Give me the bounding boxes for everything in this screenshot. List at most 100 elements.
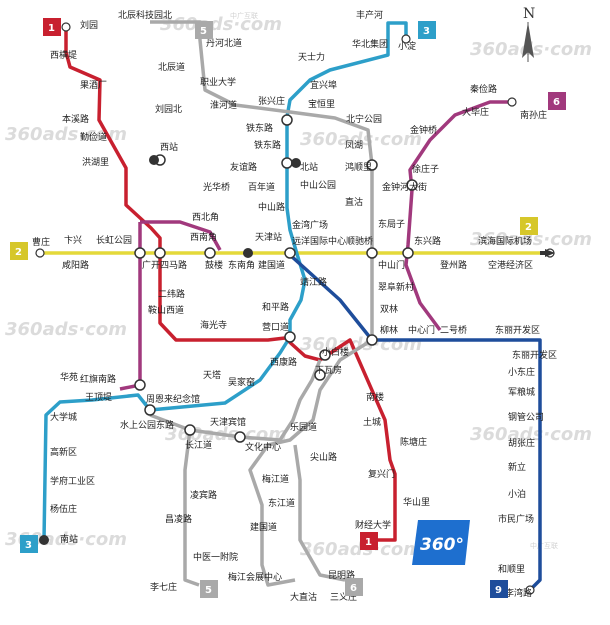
station-label: 营口道 (262, 321, 289, 333)
stations (35, 22, 555, 595)
railway-station-icon (39, 535, 49, 545)
station-label: 高新区 (50, 446, 77, 458)
station-label: 张兴庄 (258, 95, 285, 107)
station-label: 东江道 (268, 497, 295, 509)
station-label: 财经大学 (355, 519, 391, 531)
station-marker (61, 22, 71, 32)
station-label: 长虹公园 (96, 234, 132, 246)
station-label: 翠阜新村 (378, 281, 414, 293)
line-3 (42, 21, 408, 541)
line-1-badge: 1 (360, 532, 378, 550)
interchange-marker (154, 247, 166, 259)
station-label: 华北集团 (352, 38, 388, 50)
svg-text:6: 6 (350, 583, 357, 594)
station-label: 周恩来纪念馆 (146, 393, 200, 405)
line-5b-south-path (183, 429, 200, 587)
svg-text:5: 5 (200, 26, 207, 37)
station-label: 大毕庄 (462, 106, 489, 118)
station-label: 鞍山西道 (148, 304, 184, 316)
airplane-icon (540, 249, 555, 257)
watermark: 360ads·com (470, 424, 592, 445)
interchange-marker (184, 424, 196, 436)
station-label: 南楼 (366, 391, 384, 403)
station-label: 海光寺 (200, 319, 227, 331)
line-3-badge: 3 (418, 21, 436, 39)
watermark: 360ads·com (5, 124, 127, 145)
svg-text:1: 1 (48, 23, 55, 34)
station-label: 南站 (60, 533, 78, 545)
station-label: 果酒厂 (80, 80, 107, 91)
station-label: 咸阳路 (62, 259, 89, 271)
station-label: 陈塘庄 (400, 436, 427, 448)
station-label: 胡张庄 (508, 437, 535, 449)
interchange-marker (204, 247, 216, 259)
station-label: 金钟桥 (410, 124, 437, 136)
station-label: 鼓楼 (205, 259, 223, 271)
station-label: 东南角 (228, 259, 255, 271)
station-label: 华山里 (403, 496, 430, 508)
line-badges: 1 1 2 2 3 3 5 5 (10, 18, 566, 598)
interchange-marker (406, 179, 418, 191)
interchange-marker (366, 247, 378, 259)
station-label: 红旗南路 (80, 373, 116, 385)
station-label: 靖江路 (300, 276, 327, 288)
station-marker (525, 585, 535, 595)
station-label: 北辰道 (158, 61, 185, 73)
station-label: 刘园 (80, 19, 98, 31)
line-9-path (288, 253, 542, 592)
station-label: 李湾路 (505, 587, 532, 599)
station-label: 中山公园 (300, 179, 336, 191)
railway-station-icon (291, 158, 301, 168)
station-label: 东兴路 (414, 235, 441, 247)
logo-360: 360° (412, 520, 470, 565)
station-label: 建国道 (258, 259, 285, 271)
station-label: 文化中心 (245, 441, 281, 453)
station-label: 新立 (508, 461, 526, 473)
station-label: 王顶堤 (85, 392, 112, 403)
station-label: 梅江会展中心 (228, 571, 282, 583)
interchange-marker (134, 247, 146, 259)
station-label: 二号桥 (440, 324, 467, 336)
watermark: 360ads·com (5, 319, 127, 340)
station-label: 小淀 (398, 40, 416, 52)
line-5b-branch (293, 444, 346, 582)
station-label: 复兴门 (368, 468, 395, 480)
station-label: 金湾广场 (292, 219, 328, 231)
line-1-badge: 1 (43, 18, 61, 36)
line-5b-path (149, 359, 322, 442)
station-label: 丰产河 (356, 9, 383, 21)
line-9-badge: 9 (490, 580, 508, 598)
interchange-marker (234, 431, 246, 443)
watermark: 360ads·com (300, 129, 422, 150)
line-9 (288, 253, 542, 592)
station-label: 天士力 (298, 51, 325, 63)
railway-station-icon (243, 248, 253, 258)
interchange-marker (134, 379, 146, 391)
station-label: 空港经济区 (488, 259, 533, 271)
watermark: 360ads·com (300, 334, 422, 355)
station-label: 华苑 (60, 371, 78, 383)
compass: N (522, 6, 535, 62)
line-6-west-path (119, 222, 142, 391)
station-label: 天津宾馆 (210, 416, 246, 428)
station-label: 职业大学 (200, 76, 236, 88)
station-label: 本溪路 (62, 113, 89, 125)
station-label: 学府工业区 (50, 475, 95, 487)
station-label: 市民广场 (498, 513, 534, 525)
station-label: 刘园北 (155, 103, 182, 115)
interchange-marker (281, 114, 293, 126)
station-label: 宜兴埠 (310, 79, 337, 91)
station-label: 下瓦房 (315, 364, 342, 376)
svg-text:3: 3 (423, 26, 430, 37)
station-label: 和平路 (262, 301, 289, 313)
station-label: 东局子 (378, 218, 405, 230)
station-label: 土城 (363, 416, 381, 428)
station-label: 乐园道 (290, 421, 317, 433)
station-label: 顺驰桥 (346, 235, 373, 247)
station-label: 杨伍庄 (50, 503, 77, 515)
station-label: 淮河道 (210, 99, 237, 111)
svg-text:2: 2 (525, 222, 532, 233)
station-label: 钢管公司 (508, 411, 544, 423)
